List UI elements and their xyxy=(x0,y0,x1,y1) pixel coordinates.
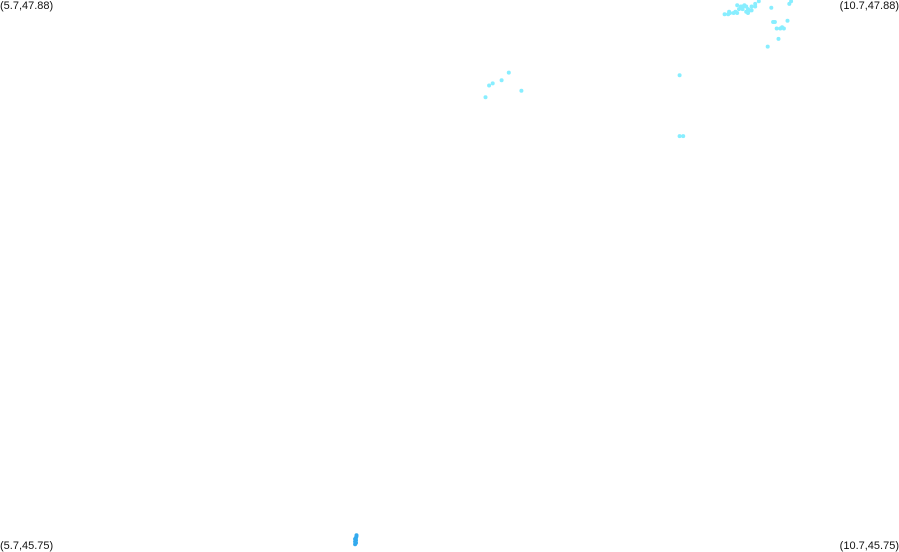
map-point xyxy=(722,12,727,17)
map-point xyxy=(506,70,511,75)
map-point xyxy=(756,0,761,4)
map-point xyxy=(499,78,504,83)
map-point xyxy=(735,11,740,15)
map-point xyxy=(483,95,488,100)
map-point xyxy=(772,20,777,24)
map-point xyxy=(677,134,682,139)
map-point xyxy=(778,26,783,31)
map-point xyxy=(740,5,745,10)
map-point xyxy=(781,26,786,31)
map-point xyxy=(789,0,794,4)
map-point xyxy=(519,88,524,93)
map-point xyxy=(776,36,781,41)
map-point xyxy=(785,18,790,23)
corner-label-top-left: (5.7,47.88) xyxy=(0,0,54,12)
map-point xyxy=(487,83,492,88)
map-point xyxy=(681,134,686,139)
map-point xyxy=(765,44,770,49)
corner-label-top-right: (10.7,47.88) xyxy=(839,0,899,12)
corner-label-bottom-right: (10.7,45.75) xyxy=(839,540,899,552)
map-point xyxy=(735,3,740,8)
map-point xyxy=(769,5,774,10)
map-point xyxy=(749,8,754,13)
map-point xyxy=(749,4,754,9)
map-point xyxy=(753,1,758,6)
map-point xyxy=(774,26,779,31)
map-point xyxy=(744,9,749,14)
map-point xyxy=(728,11,732,15)
map-point xyxy=(354,533,359,538)
corner-label-bottom-left: (5.7,45.75) xyxy=(0,540,54,552)
map-point xyxy=(677,73,682,78)
map-point xyxy=(490,81,495,86)
